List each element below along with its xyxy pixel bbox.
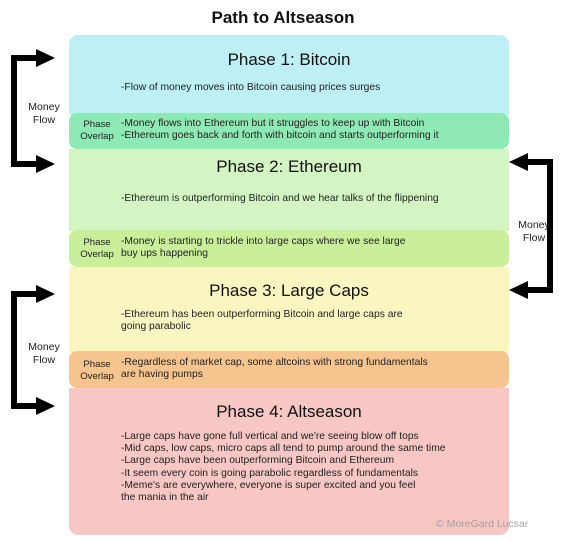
arrowhead-right-icon — [36, 397, 55, 415]
phase-3-band: Phase 3: Large Caps -Ethereum has been o… — [69, 267, 509, 353]
arrowhead-right-icon — [36, 49, 55, 67]
phase-1-description: -Flow of money moves into Bitcoin causin… — [121, 82, 381, 93]
watermark: © MoreGard Lucsar — [436, 518, 529, 530]
money-flow-label-1: Money Flow — [28, 101, 60, 126]
overlap-1-band: Phase Overlap -Money flows into Ethereum… — [69, 113, 509, 149]
phase-4-band: Phase 4: Altseason -Large caps have gone… — [69, 388, 509, 535]
overlap-2-label: Phase Overlap — [80, 237, 114, 260]
money-flow-arrow-3 — [11, 291, 38, 409]
phase-4-description: -Large caps have gone full vertical and … — [121, 431, 446, 504]
arrowhead-right-icon — [36, 285, 55, 303]
arrowhead-left-icon — [509, 281, 528, 299]
phase-1-band: Phase 1: Bitcoin -Flow of money moves in… — [69, 35, 509, 115]
overlap-3-band: Phase Overlap -Regardless of market cap,… — [69, 351, 509, 388]
phase-2-description: -Ethereum is outperforming Bitcoin and w… — [121, 193, 439, 204]
money-flow-arrow-2 — [526, 159, 553, 293]
arrowhead-right-icon — [36, 155, 55, 173]
money-flow-arrow-1 — [11, 55, 38, 167]
overlap-1-label: Phase Overlap — [80, 119, 114, 142]
money-flow-label-2: Money Flow — [518, 219, 550, 244]
phase-3-title: Phase 3: Large Caps — [209, 281, 369, 300]
phase-2-title: Phase 2: Ethereum — [216, 157, 362, 176]
phase-1-title: Phase 1: Bitcoin — [227, 50, 351, 69]
phase-4-title: Phase 4: Altseason — [216, 402, 362, 421]
phase-3-description: -Ethereum has been outperforming Bitcoin… — [121, 309, 403, 333]
diagram-title: Path to Altseason — [211, 8, 355, 27]
overlap-3-description: -Regardless of market cap, some altcoins… — [121, 357, 428, 381]
overlap-2-description: -Money is starting to trickle into large… — [121, 236, 406, 260]
overlap-1-description: -Money flows into Ethereum but it strugg… — [121, 118, 439, 142]
arrowhead-left-icon — [509, 153, 528, 171]
overlap-3-label: Phase Overlap — [80, 359, 114, 382]
overlap-2-band: Phase Overlap -Money is starting to tric… — [69, 230, 509, 267]
phase-2-band: Phase 2: Ethereum -Ethereum is outperfor… — [69, 149, 509, 231]
money-flow-label-3: Money Flow — [28, 341, 60, 366]
